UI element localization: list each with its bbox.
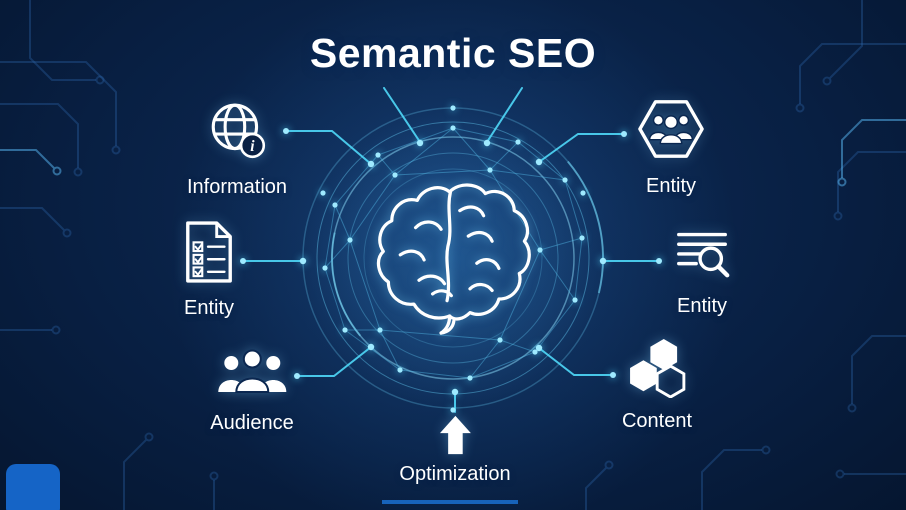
page-title: Semantic SEO <box>309 30 597 76</box>
node-information: i Information <box>187 98 287 199</box>
network-dots <box>240 105 662 413</box>
node-label: Information <box>186 176 288 198</box>
globe-info-icon: i <box>187 98 287 164</box>
node-label: Content <box>621 410 693 432</box>
node-entity-people: Entity <box>636 95 706 198</box>
node-optimization: Optimization <box>399 415 511 486</box>
audience-people-icon <box>210 346 293 400</box>
info-glyph: i <box>250 138 255 155</box>
node-entity-search: Entity <box>671 221 733 318</box>
hexagons-icon <box>622 338 692 398</box>
hub-rings <box>302 107 604 409</box>
up-arrow-icon <box>399 415 510 455</box>
corner-accent-block <box>6 464 60 510</box>
node-audience: Audience <box>210 346 294 435</box>
checklist-document-icon <box>182 219 236 285</box>
search-results-icon <box>671 221 733 283</box>
circuit-traces-bright <box>0 119 906 187</box>
people-hexagon-icon <box>636 95 706 163</box>
node-content: Content <box>622 338 692 433</box>
node-label: Entity <box>676 295 728 317</box>
node-label: Entity <box>645 175 697 197</box>
node-label: Optimization <box>399 463 511 485</box>
node-label: Audience <box>210 412 294 434</box>
brain-icon <box>376 183 531 335</box>
node-label: Entity <box>183 297 235 319</box>
node-entity-checklist: Entity <box>182 219 236 320</box>
connector-lines <box>242 87 660 413</box>
